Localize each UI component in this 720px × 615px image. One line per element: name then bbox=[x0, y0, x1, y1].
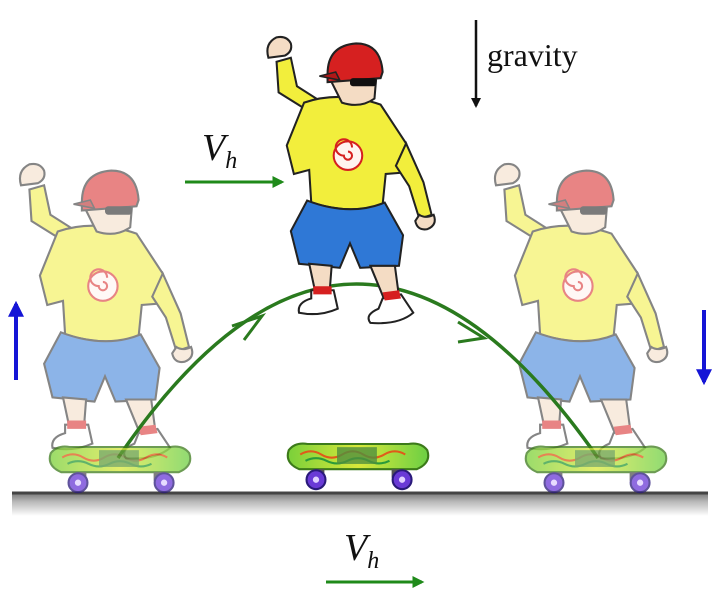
trajectory-arrowhead-right bbox=[457, 320, 489, 344]
skater-airborne bbox=[266, 35, 436, 325]
ground bbox=[12, 492, 708, 516]
trajectory-curve bbox=[116, 282, 600, 460]
skater-faded-right bbox=[493, 162, 669, 460]
gravity-label: gravity bbox=[487, 37, 578, 73]
skateboard-right bbox=[524, 445, 668, 494]
vh-bottom-label: Vh bbox=[344, 527, 379, 574]
skater-faded-left bbox=[18, 162, 194, 460]
trajectory-arrowhead-left bbox=[231, 313, 267, 341]
skateboard-center bbox=[286, 442, 430, 491]
vh-top-label: Vh bbox=[202, 127, 237, 174]
skateboard-left bbox=[48, 445, 192, 494]
